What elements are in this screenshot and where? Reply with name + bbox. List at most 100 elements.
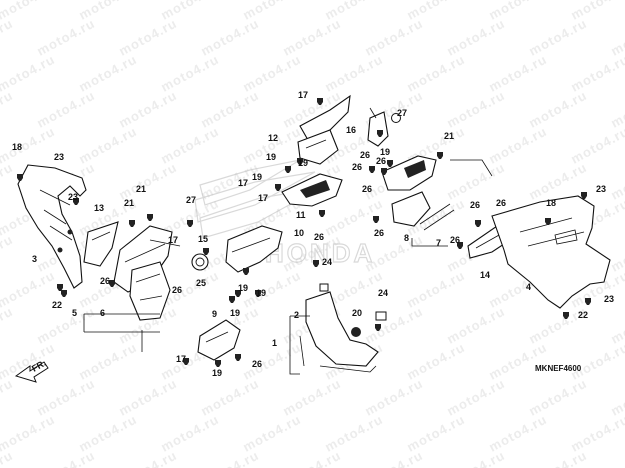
watermark-text: moto4.ru (34, 304, 97, 347)
bolt (183, 358, 189, 365)
bolt (457, 242, 463, 249)
watermark-text: moto4.ru (158, 52, 221, 95)
bolt (203, 248, 209, 255)
bolt (581, 192, 587, 199)
callout-number: 19 (212, 368, 222, 378)
bolt (285, 166, 291, 173)
watermark-text: moto4.ru (568, 52, 625, 95)
watermark-text: moto4.ru (240, 52, 303, 95)
callout-number: 23 (54, 152, 64, 162)
watermark-text: moto4.ru (526, 16, 589, 59)
watermark-text: moto4.ru (240, 268, 303, 311)
callout-number: 23 (604, 294, 614, 304)
callout-number: 26 (252, 359, 262, 369)
bolt (129, 220, 135, 227)
callout-number: 23 (596, 184, 606, 194)
group-box-7-8 (411, 238, 448, 247)
callout-number: 12 (268, 133, 278, 143)
center-cover-11 (281, 173, 343, 207)
bolt (387, 160, 393, 167)
watermark-text: moto4.ru (362, 376, 425, 419)
watermark-text: moto4.ru (198, 448, 261, 468)
bolt (545, 218, 551, 225)
bolt (255, 290, 261, 297)
watermark-text: moto4.ru (0, 160, 16, 203)
bolt (563, 312, 569, 319)
bolt (275, 184, 281, 191)
fastener-layer (17, 98, 591, 367)
bolt (61, 290, 67, 297)
bolt (381, 168, 387, 175)
group-box-5-6 (83, 313, 160, 333)
watermark-text: moto4.ru (198, 16, 261, 59)
callout-number: 19 (298, 158, 308, 168)
watermark-text: moto4.ru (116, 376, 179, 419)
callout-number: 18 (12, 142, 22, 152)
callout-number: 26 (374, 228, 384, 238)
callout-number: 21 (444, 131, 454, 141)
watermark-text: moto4.ru (526, 160, 589, 203)
watermark-text: moto4.ru (0, 16, 16, 59)
bolt (373, 216, 379, 223)
callout-number: 11 (296, 210, 306, 220)
inner-bracket-assembly (113, 225, 181, 352)
callout-number: 13 (94, 203, 104, 213)
watermark-text: moto4.ru (486, 52, 549, 95)
upper-stay (297, 94, 351, 165)
callout-number: 6 (100, 308, 105, 318)
watermark-text: moto4.ru (526, 448, 589, 468)
callout-number: 4 (526, 282, 531, 292)
watermark-text: moto4.ru (76, 340, 139, 383)
watermark-text: moto4.ru (34, 376, 97, 419)
bolt (215, 360, 221, 367)
callout-number: 8 (404, 233, 409, 243)
callout-number: 26 (100, 276, 110, 286)
brand-logo-text: HONDA (265, 238, 375, 268)
washer-20 (351, 327, 361, 337)
watermark-text: moto4.ru (34, 16, 97, 59)
callout-number: 26 (470, 200, 480, 210)
watermark-text: moto4.ru (568, 412, 625, 455)
callout-number: 17 (176, 354, 186, 364)
callout-number: 17 (258, 193, 268, 203)
watermark-text: moto4.ru (76, 124, 139, 167)
watermark-text: moto4.ru (404, 268, 467, 311)
callout-number: 7 (436, 238, 441, 248)
watermark-text: moto4.ru (198, 88, 261, 131)
watermark-text: moto4.ru (0, 448, 16, 468)
callout-number: 26 (376, 156, 386, 166)
watermark-text: moto4.ru (116, 16, 179, 59)
callout-number: 21 (136, 184, 146, 194)
callout-number: 19 (230, 308, 240, 318)
inner-panel-left (83, 221, 119, 267)
watermark-text: moto4.ru (158, 412, 221, 455)
diagram-code: MKNEF4600 (535, 364, 582, 373)
bolt (375, 324, 381, 331)
watermark-text: moto4.ru (240, 412, 303, 455)
watermark-text: moto4.ru (34, 88, 97, 131)
watermark-text: moto4.ru (280, 448, 343, 468)
callout-number: 19 (256, 288, 266, 298)
direction-arrow: FR. (14, 358, 49, 383)
callout-number: 14 (480, 270, 490, 280)
watermark-text: moto4.ru (404, 412, 467, 455)
bolt (109, 280, 115, 287)
bolt (313, 260, 319, 267)
bolt (73, 198, 79, 205)
grommet-25 (191, 253, 209, 271)
callout-number: 22 (52, 300, 62, 310)
callout-number: 16 (346, 125, 356, 135)
bolt (297, 158, 303, 165)
callout-number: 2 (294, 310, 299, 320)
callout-number: 26 (450, 235, 460, 245)
callout-number: 25 (196, 278, 206, 288)
watermark-text: moto4.ru (444, 160, 507, 203)
watermark-text: moto4.ru (322, 52, 385, 95)
watermark-text: moto4.ru (608, 448, 625, 468)
bolt (57, 284, 63, 291)
bolt (437, 152, 443, 159)
bolt (187, 220, 193, 227)
watermark-text: moto4.ru (444, 376, 507, 419)
